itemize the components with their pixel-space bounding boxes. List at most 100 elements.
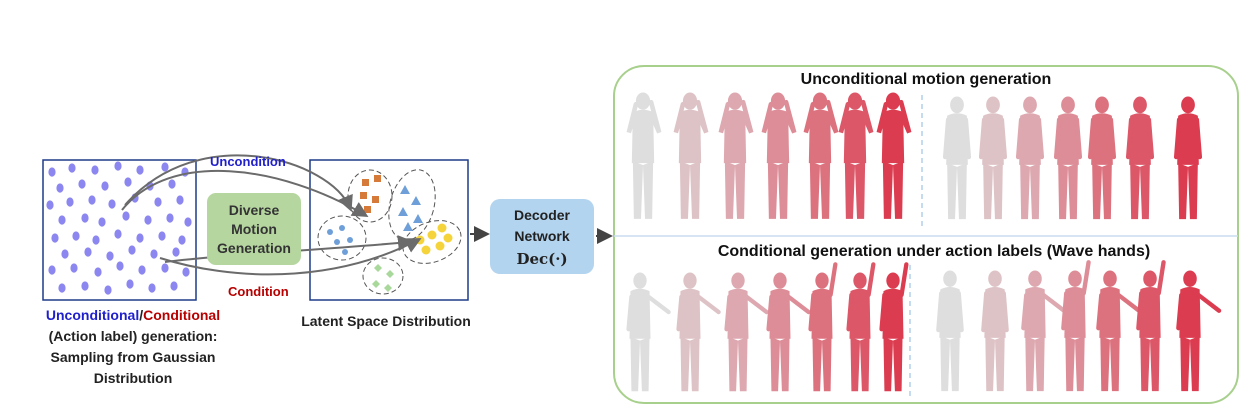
- latent-caption: Latent Space Distribution: [301, 313, 471, 329]
- left-caption-line4: Distribution: [94, 370, 173, 386]
- gaussian-dot: [72, 231, 80, 241]
- gaussian-dot: [51, 233, 59, 243]
- gaussian-dot: [178, 235, 186, 245]
- gaussian-dot: [184, 217, 192, 227]
- gaussian-dot: [161, 263, 169, 273]
- left-caption-line3: Sampling from Gaussian: [51, 349, 216, 365]
- unconditional-word: Unconditional: [46, 307, 139, 323]
- gaussian-dot: [136, 233, 144, 243]
- top-motion-sequences: [626, 92, 1203, 220]
- human-figure: [978, 96, 1008, 220]
- gaussian-dot: [144, 215, 152, 225]
- gaussian-dot: [98, 217, 106, 227]
- gaussian-dot: [106, 251, 114, 261]
- human-figure: [846, 262, 876, 392]
- decoder-line2: Network: [514, 228, 569, 244]
- gaussian-dot: [104, 285, 112, 295]
- gaussian-dot: [161, 162, 169, 172]
- gaussian-dot: [56, 183, 64, 193]
- human-figure: [766, 272, 811, 392]
- human-figure: [1087, 96, 1117, 220]
- gaussian-dot: [136, 165, 144, 175]
- decoder-formula: Dec(·): [516, 250, 567, 268]
- gaussian-dot: [58, 283, 66, 293]
- gaussian-dot: [108, 199, 116, 209]
- condition-arrow: [159, 238, 422, 276]
- gaussian-dot: [81, 281, 89, 291]
- gaussian-dot: [48, 167, 56, 177]
- gaussian-dot: [101, 181, 109, 191]
- human-figure: [626, 92, 662, 219]
- human-figure: [1136, 260, 1166, 392]
- human-figure: [1125, 96, 1155, 220]
- gaussian-dot: [166, 213, 174, 223]
- gaussian-dot: [128, 245, 136, 255]
- human-figure: [673, 92, 709, 219]
- human-figure: [1061, 260, 1091, 392]
- gaussian-dot: [92, 235, 100, 245]
- gaussian-dot: [158, 231, 166, 241]
- gaussian-dot: [70, 263, 78, 273]
- uncondition-arrow: [121, 169, 369, 218]
- slash: /: [139, 307, 143, 323]
- gaussian-dot: [168, 179, 176, 189]
- gaussian-dot: [61, 249, 69, 259]
- gaussian-dot: [154, 197, 162, 207]
- conditional-word: Conditional: [143, 307, 220, 323]
- gaussian-dot: [81, 213, 89, 223]
- gaussian-dot: [126, 279, 134, 289]
- circle-cluster: [317, 215, 367, 261]
- human-figure: [981, 270, 1009, 392]
- gaussian-dot: [148, 283, 156, 293]
- uncondition-arrow-2: [124, 154, 353, 212]
- human-figure: [1015, 96, 1045, 220]
- gaussian-dot: [46, 200, 54, 210]
- human-figure: [936, 270, 964, 392]
- triangle-markers: [398, 185, 423, 231]
- diverse-line3: Generation: [217, 240, 291, 256]
- human-figure: [1176, 270, 1222, 392]
- triangle-cluster: [388, 169, 436, 241]
- human-figure: [876, 92, 912, 219]
- left-caption-line2: (Action label) generation:: [49, 328, 218, 344]
- human-figure: [676, 272, 721, 392]
- bottom-panel-title: Conditional generation under action labe…: [718, 243, 1150, 260]
- condition-label: Condition: [228, 284, 289, 299]
- gaussian-dot: [114, 229, 122, 239]
- gaussian-dot: [94, 267, 102, 277]
- gaussian-dot: [150, 249, 158, 259]
- diverse-line2: Motion: [231, 221, 277, 237]
- human-figure: [838, 92, 874, 219]
- gaussian-dot: [68, 163, 76, 173]
- gaussian-dot: [138, 265, 146, 275]
- left-caption-line1: Unconditional/Conditional: [46, 307, 220, 323]
- bottom-motion-sequences: [626, 260, 1222, 392]
- circle-markers: [327, 225, 353, 255]
- diamond-cluster: [362, 257, 404, 295]
- diverse-motion-box: [207, 193, 301, 265]
- top-panel-title: Unconditional motion generation: [801, 71, 1052, 88]
- star-cluster: [402, 220, 462, 264]
- diverse-line1: Diverse: [229, 202, 280, 218]
- gaussian-dot: [84, 247, 92, 257]
- gaussian-dot: [176, 195, 184, 205]
- uncondition-label: Uncondition: [210, 154, 286, 169]
- human-figure: [626, 272, 671, 392]
- human-figure: [1173, 96, 1203, 220]
- human-figure: [803, 92, 839, 219]
- gaussian-dot: [116, 261, 124, 271]
- human-figure: [879, 262, 909, 392]
- human-figure: [942, 96, 972, 220]
- gaussian-dot: [78, 179, 86, 189]
- gaussian-dot: [170, 281, 178, 291]
- gaussian-dot: [114, 161, 122, 171]
- decoder-line1: Decoder: [514, 207, 571, 223]
- gaussian-dot: [182, 267, 190, 277]
- human-figure: [724, 272, 769, 392]
- diamond-markers: [372, 264, 394, 292]
- gaussian-dot: [48, 265, 56, 275]
- gaussian-dot: [66, 197, 74, 207]
- gaussian-dot: [91, 165, 99, 175]
- decoder-box: [490, 199, 594, 274]
